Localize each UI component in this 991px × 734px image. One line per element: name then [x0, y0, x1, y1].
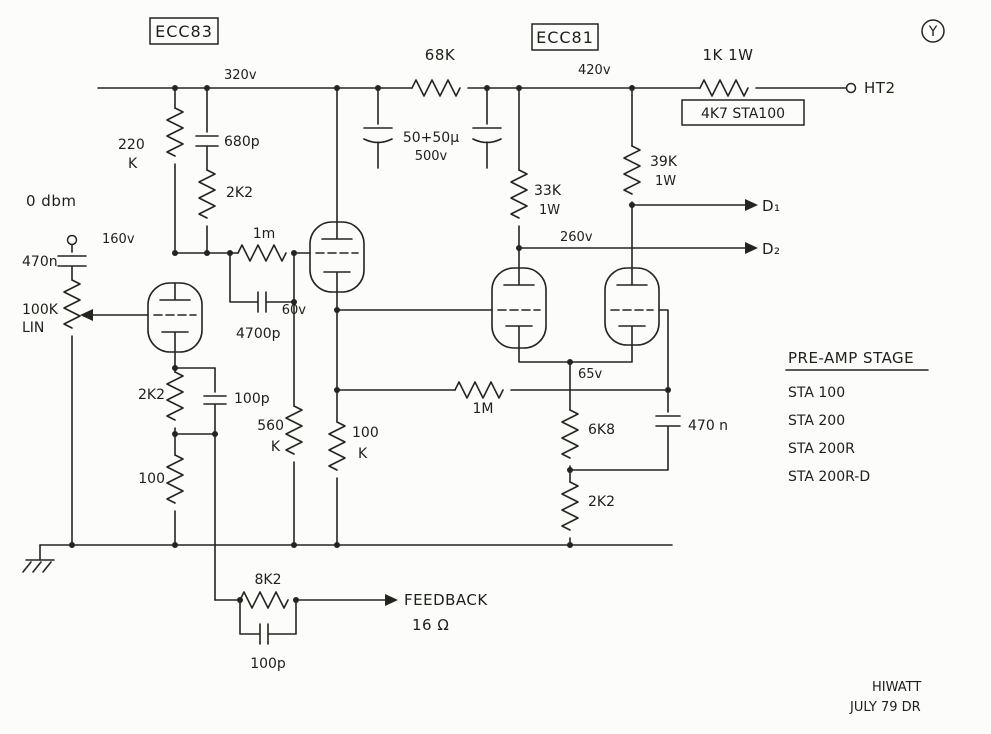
- resistor-100k: [328, 421, 346, 471]
- label-pot-value: 100K: [22, 302, 59, 318]
- input-terminal: [66, 234, 78, 246]
- label-2k2-cathode: 2K2: [138, 387, 165, 403]
- label-100k-unit: K: [358, 446, 368, 462]
- label-4k7-sta100: 4K7 STA100: [701, 106, 785, 122]
- filter-caps: 50+50μ 500v: [363, 87, 502, 169]
- page-mark: Y: [921, 19, 945, 43]
- resistor-1m-grid: [454, 381, 504, 399]
- stage2-anode-network: 33K 1W D₂ 260v 39K 1W D₁: [510, 87, 781, 269]
- ground-icon: [22, 544, 55, 573]
- resistor-6k8: [561, 409, 579, 459]
- feedback-arrow-icon: [385, 594, 398, 606]
- resistor-2k2-output: [561, 481, 579, 531]
- resistor-39k: [623, 145, 641, 195]
- stage1-anode-network: 220 K 680p 2K2 160v: [102, 87, 260, 256]
- page-mark-label: Y: [928, 24, 938, 40]
- label-100p-feedback: 100p: [250, 656, 286, 672]
- label-100k: 100: [352, 425, 379, 441]
- notes-model-2: STA 200: [788, 413, 845, 429]
- label-39k: 39K: [650, 154, 678, 170]
- label-2k2-top: 2K2: [226, 185, 253, 201]
- label-feedback-tap: 16 Ω: [412, 616, 449, 634]
- d1-arrow-icon: [745, 199, 758, 211]
- credit-date: JULY 79 DR: [849, 700, 921, 715]
- resistor-33k: [510, 169, 528, 219]
- label-6k8: 6K8: [588, 422, 615, 438]
- resistor-220k: [166, 107, 184, 157]
- tube-v1a: [147, 282, 203, 353]
- label-4700p: 4700p: [236, 326, 281, 342]
- stage1-cathode-network: 2K2 100p 100: [138, 351, 270, 601]
- label-2k2-output: 2K2: [588, 494, 615, 510]
- label-1k-1w: 1K 1W: [702, 46, 753, 64]
- label-feedback: FEEDBACK: [404, 591, 488, 609]
- label-filter-voltage: 500v: [415, 149, 448, 164]
- ecc83-label: ECC83: [155, 22, 213, 41]
- ht-rail: HT2 320v 420v 68K 1K 1W 4K7 STA100: [97, 46, 896, 126]
- voltage-160: 160v: [102, 232, 135, 247]
- label-100: 100: [138, 471, 165, 487]
- label-39k-watt: 1W: [655, 174, 676, 189]
- cf-output-network: 100 K 560 K: [257, 291, 493, 546]
- resistor-2k2-cathode: [166, 371, 184, 421]
- ht2-terminal: [845, 82, 857, 94]
- notes-model-1: STA 100: [788, 385, 845, 401]
- stage2-cathode-network: 65v 6K8 2K2 1M 470 n: [336, 344, 728, 546]
- label-220k-unit: K: [128, 156, 138, 172]
- resistor-1m-coupling: [237, 244, 287, 262]
- label-33k-watt: 1W: [539, 203, 560, 218]
- label-1m-grid: 1M: [473, 401, 494, 417]
- resistor-100: [166, 454, 184, 504]
- label-680p: 680p: [224, 134, 260, 150]
- voltage-65: 65v: [578, 367, 603, 382]
- feedback-network: 8K2 100p FEEDBACK 16 Ω: [214, 572, 488, 672]
- tube-v2b: [604, 267, 669, 391]
- label-560k: 560: [257, 418, 284, 434]
- d2-arrow-icon: [745, 242, 758, 254]
- coupling-network: 1m 4700p: [229, 226, 311, 342]
- tube-label-ecc81: ECC81: [531, 23, 599, 51]
- label-8k2: 8K2: [255, 572, 282, 588]
- label-d1: D₁: [762, 197, 781, 215]
- tube-label-ecc83: ECC83: [149, 17, 219, 45]
- label-470n-output: 470 n: [688, 418, 728, 434]
- label-100p-cathode: 100p: [234, 391, 270, 407]
- resistor-2k2-top: [198, 169, 216, 219]
- ht2-label: HT2: [864, 79, 896, 97]
- input-network: 0 dbm 470n 100K LIN: [22, 192, 149, 546]
- label-1m-coupling: 1m: [253, 226, 276, 242]
- label-220k: 220: [118, 137, 145, 153]
- label-pot-taper: LIN: [22, 320, 44, 336]
- resistor-68k: [411, 79, 461, 97]
- wiper-arrow-icon: [80, 309, 93, 321]
- ground-bus: [22, 542, 673, 573]
- resistor-1k: [699, 79, 749, 97]
- label-filter-value: 50+50μ: [403, 130, 459, 146]
- label-33k: 33K: [534, 183, 562, 199]
- notes-model-3: STA 200R: [788, 441, 855, 457]
- notes-block: PRE-AMP STAGE STA 100 STA 200 STA 200R S…: [785, 349, 929, 485]
- resistor-560k: [285, 405, 303, 455]
- alt-resistor-note: 4K7 STA100: [681, 99, 805, 126]
- ecc81-label: ECC81: [536, 28, 594, 47]
- potentiometer-100k: [63, 279, 81, 329]
- voltage-420: 420v: [578, 63, 611, 78]
- label-560k-unit: K: [271, 439, 281, 455]
- label-0dbm: 0 dbm: [26, 192, 76, 210]
- label-68k: 68K: [425, 46, 456, 64]
- credit-block: HIWATT JULY 79 DR: [849, 680, 921, 715]
- voltage-260: 260v: [560, 230, 593, 245]
- notes-title: PRE-AMP STAGE: [788, 349, 914, 367]
- tube-v2a: [491, 267, 547, 349]
- voltage-320: 320v: [224, 68, 257, 83]
- resistor-8k2: [239, 591, 289, 609]
- label-d2: D₂: [762, 240, 781, 258]
- label-470n-input: 470n: [22, 254, 58, 270]
- notes-model-4: STA 200R-D: [788, 469, 870, 485]
- credit-brand: HIWATT: [872, 680, 921, 695]
